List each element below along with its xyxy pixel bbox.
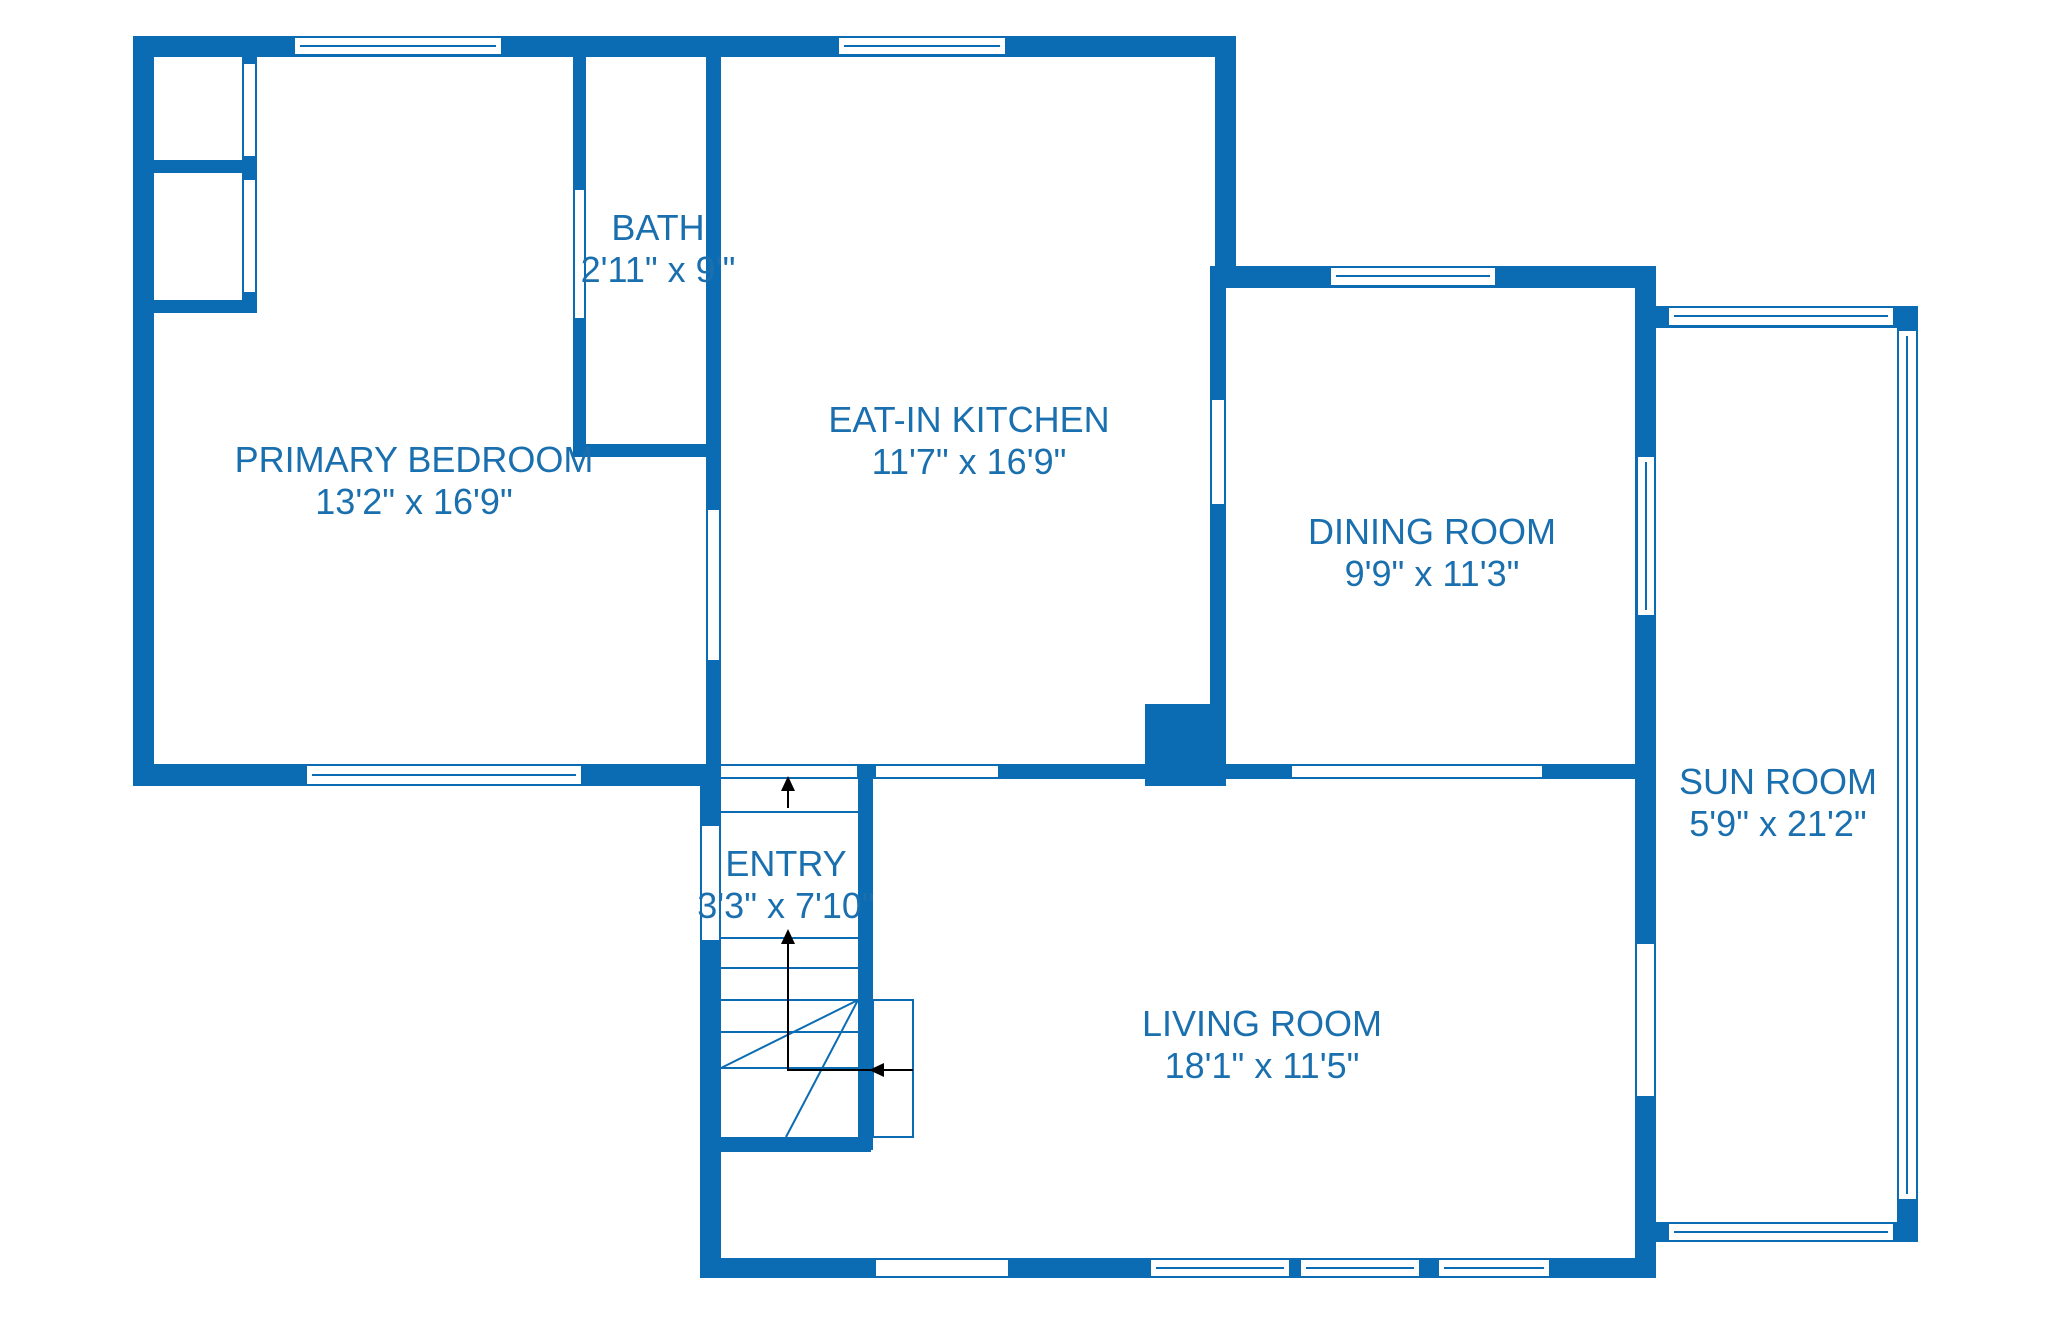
sun-room-dims: 5'9" x 21'2" <box>1689 803 1866 844</box>
wall-closet-divider-1 <box>154 160 244 173</box>
opening-kitchen-living <box>876 766 998 777</box>
window-sun-top <box>1667 306 1895 327</box>
opening-front-door <box>702 826 719 940</box>
wall-left-bedroom <box>133 36 154 786</box>
sun-room-name: SUN ROOM <box>1679 761 1877 802</box>
room-labels: PRIMARY BEDROOM 13'2" x 16'9" BATH 2'11"… <box>235 207 1877 1086</box>
window-bedroom-top <box>293 36 503 56</box>
wall-entry-right <box>858 764 873 1150</box>
bath-name: BATH <box>611 207 704 248</box>
wall-kitchen-dining <box>1210 266 1226 786</box>
kitchen-name: EAT-IN KITCHEN <box>828 399 1109 440</box>
window-sun-bottom <box>1667 1222 1895 1242</box>
wall-bedroom-kitchen <box>706 36 721 786</box>
wall-right-kitchen-upper <box>1215 36 1236 288</box>
opening-kitchen-dining <box>1212 400 1224 504</box>
bath-dims: 2'11" x 9'" <box>581 249 736 290</box>
opening-kitchen-entry <box>721 766 857 777</box>
entry-dims: 3'3" x 7'10" <box>697 885 874 926</box>
wall-stair-bottom <box>721 1137 871 1152</box>
opening-entry-living <box>860 1160 871 1255</box>
window-dining-top <box>1329 266 1497 287</box>
opening-closet-2 <box>244 180 255 292</box>
living-room-dims: 18'1" x 11'5" <box>1165 1045 1360 1086</box>
wall-closet-divider-2 <box>154 300 244 313</box>
opening-bottom-left <box>876 1260 1008 1276</box>
living-room-name: LIVING ROOM <box>1142 1003 1382 1044</box>
windows <box>293 36 1918 1278</box>
openings <box>244 64 1654 1276</box>
opening-bath <box>575 190 584 318</box>
window-sun-right <box>1897 329 1918 1201</box>
wall-bath-bottom <box>573 444 713 457</box>
dining-room-name: DINING ROOM <box>1308 511 1556 552</box>
primary-bedroom-name: PRIMARY BEDROOM <box>235 439 594 480</box>
opening-closet-1 <box>244 64 255 156</box>
stair-arrow-up-icon <box>781 776 795 791</box>
opening-living-sun <box>1637 944 1654 1096</box>
window-living-bottom-1 <box>1149 1258 1291 1278</box>
primary-bedroom-dims: 13'2" x 16'9" <box>315 481 512 522</box>
window-living-bottom-2 <box>1299 1258 1421 1278</box>
dining-room-dims: 9'9" x 11'3" <box>1345 553 1520 594</box>
kitchen-dims: 11'7" x 16'9" <box>872 441 1067 482</box>
stair-arrow-up-icon-2 <box>781 929 795 944</box>
opening-dining-living <box>1292 766 1542 777</box>
window-living-bottom-3 <box>1437 1258 1551 1278</box>
stair-arrow-left-icon <box>869 1063 884 1077</box>
window-dining-right <box>1636 455 1656 617</box>
entry-name: ENTRY <box>725 843 846 884</box>
window-kitchen-top <box>837 36 1007 56</box>
window-bedroom-bottom <box>305 764 583 786</box>
opening-bedroom-kitchen <box>708 510 719 660</box>
stairs <box>720 776 914 1138</box>
